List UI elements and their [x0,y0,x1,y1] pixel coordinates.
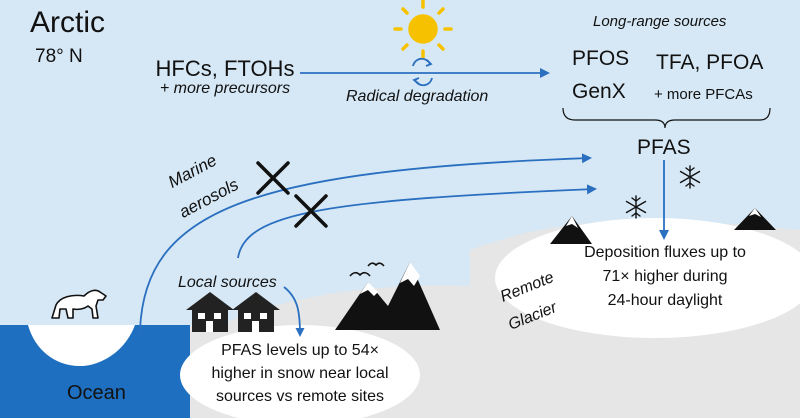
source-genx: GenX [572,80,626,103]
local-emission-arrow [237,184,597,259]
ice-floe [28,325,135,366]
long-range-title: Long-range sources [593,13,727,30]
snow-text-line3: sources vs remote sites [215,388,385,405]
mountain-icon [335,262,440,330]
snowflake-icon [625,195,647,219]
local-sources-label: Local sources [178,274,277,291]
local-snow [180,325,420,418]
latitude-label: 78° N [35,46,83,67]
pfas-group-label: PFAS [637,136,691,159]
glacier-snow [495,218,800,338]
region-title: Arctic [30,6,105,39]
group-brace [562,107,771,129]
process-label: Radical degradation [346,88,489,105]
polar-bear-icon [51,289,107,319]
deposition-text-line2: 71× higher during [602,268,728,285]
deposition-text-line1: Deposition fluxes up to [584,244,746,261]
bird-icon [349,262,385,277]
source-more-pfcas: + more PFCAs [654,86,753,103]
snow-text-line2: higher in snow near local [211,365,389,382]
deposition-text-line3: 24-hour daylight [607,292,723,309]
source-tfa-pfoa: TFA, PFOA [656,51,764,74]
cycle-icon [412,57,433,87]
ocean-label: Ocean [67,382,126,404]
house-icon [186,292,234,332]
precursors-subtitle: + more precursors [159,80,291,97]
marine-aerosol-arrow [139,153,592,331]
local-deposition-arrow [283,286,305,337]
source-pfos: PFOS [572,47,630,70]
blocked-x-icon [256,161,290,195]
precursors-title: HFCs, FTOHs [155,56,295,81]
mountain-icon [550,216,592,244]
snow-text-line1: PFAS levels up to 54× [221,342,379,359]
mountain-icon [734,208,776,230]
house-icon [232,292,280,332]
sun-icon [393,0,453,59]
snowflake-icon [679,165,701,189]
blocked-x-icon [294,194,328,228]
